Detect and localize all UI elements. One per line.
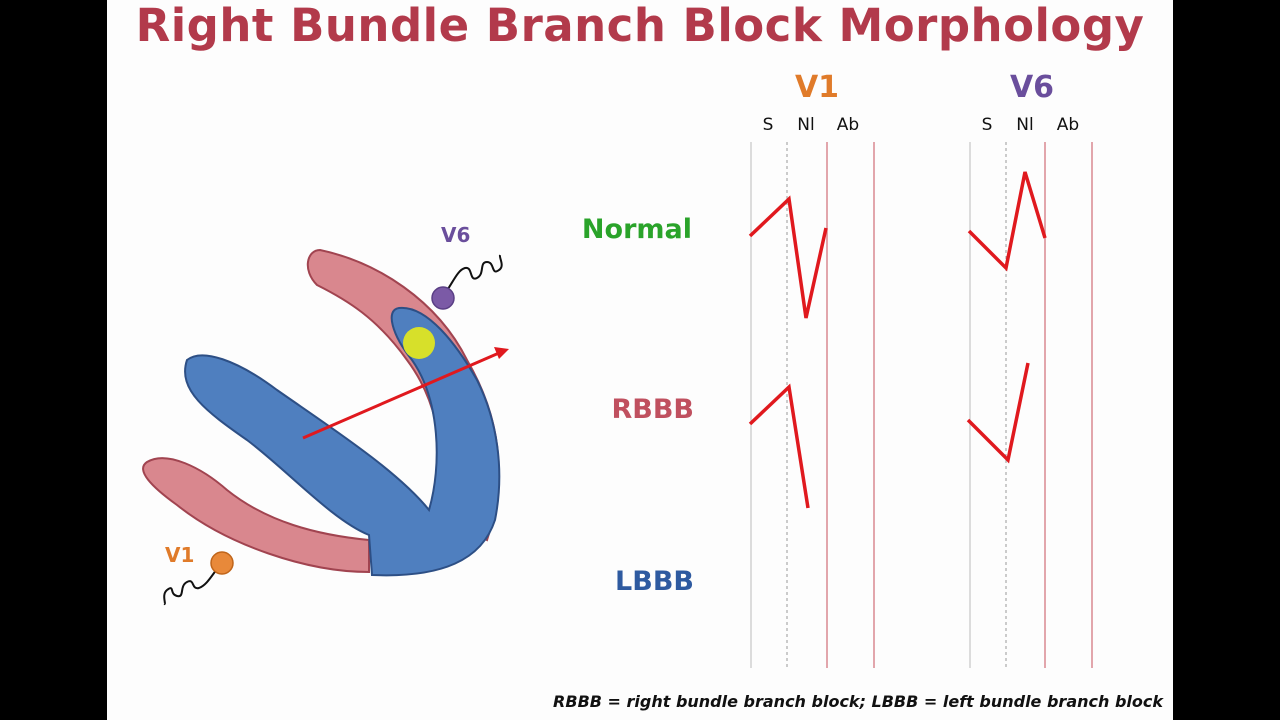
v1-rbbb-waveform	[748, 383, 810, 509]
v1-col-s: S	[762, 115, 774, 135]
probe-v6-wire	[442, 254, 503, 297]
footnote: RBBB = right bundle branch block; LBBB =…	[553, 692, 1163, 711]
row-label-rbbb: RBBB	[611, 394, 694, 425]
slide: Right Bundle Branch Block Morphology	[107, 0, 1173, 720]
probe-v1-label: V1	[165, 543, 195, 567]
activation-vector	[302, 351, 500, 440]
row-label-normal: Normal	[581, 214, 692, 245]
row-label-lbbb: LBBB	[615, 566, 694, 597]
conduction-node	[403, 327, 435, 359]
lead-v6-header: V6	[1009, 70, 1055, 105]
vector-arrowhead	[494, 347, 509, 359]
v1-normal-waveform	[748, 195, 828, 319]
probe-v1-wire	[163, 564, 221, 605]
v6-col-nl: Nl	[1016, 115, 1034, 135]
right-ventricle-wall	[142, 457, 370, 574]
probe-v6-label: V6	[441, 223, 471, 247]
v6-col-s: S	[981, 115, 993, 135]
v1-col-ab: Ab	[836, 115, 860, 135]
probe-v6-electrode	[431, 286, 455, 310]
septum	[184, 306, 501, 577]
heart-diagram	[142, 142, 1093, 668]
slide-title: Right Bundle Branch Block Morphology	[135, 0, 1145, 52]
v6-col-ab: Ab	[1056, 115, 1080, 135]
v1-col-nl: Nl	[797, 115, 815, 135]
v6-normal-waveform	[967, 171, 1047, 272]
probe-v1-electrode	[210, 551, 234, 575]
v6-rbbb-waveform	[966, 362, 1030, 464]
lead-v1-header: V1	[794, 70, 840, 105]
